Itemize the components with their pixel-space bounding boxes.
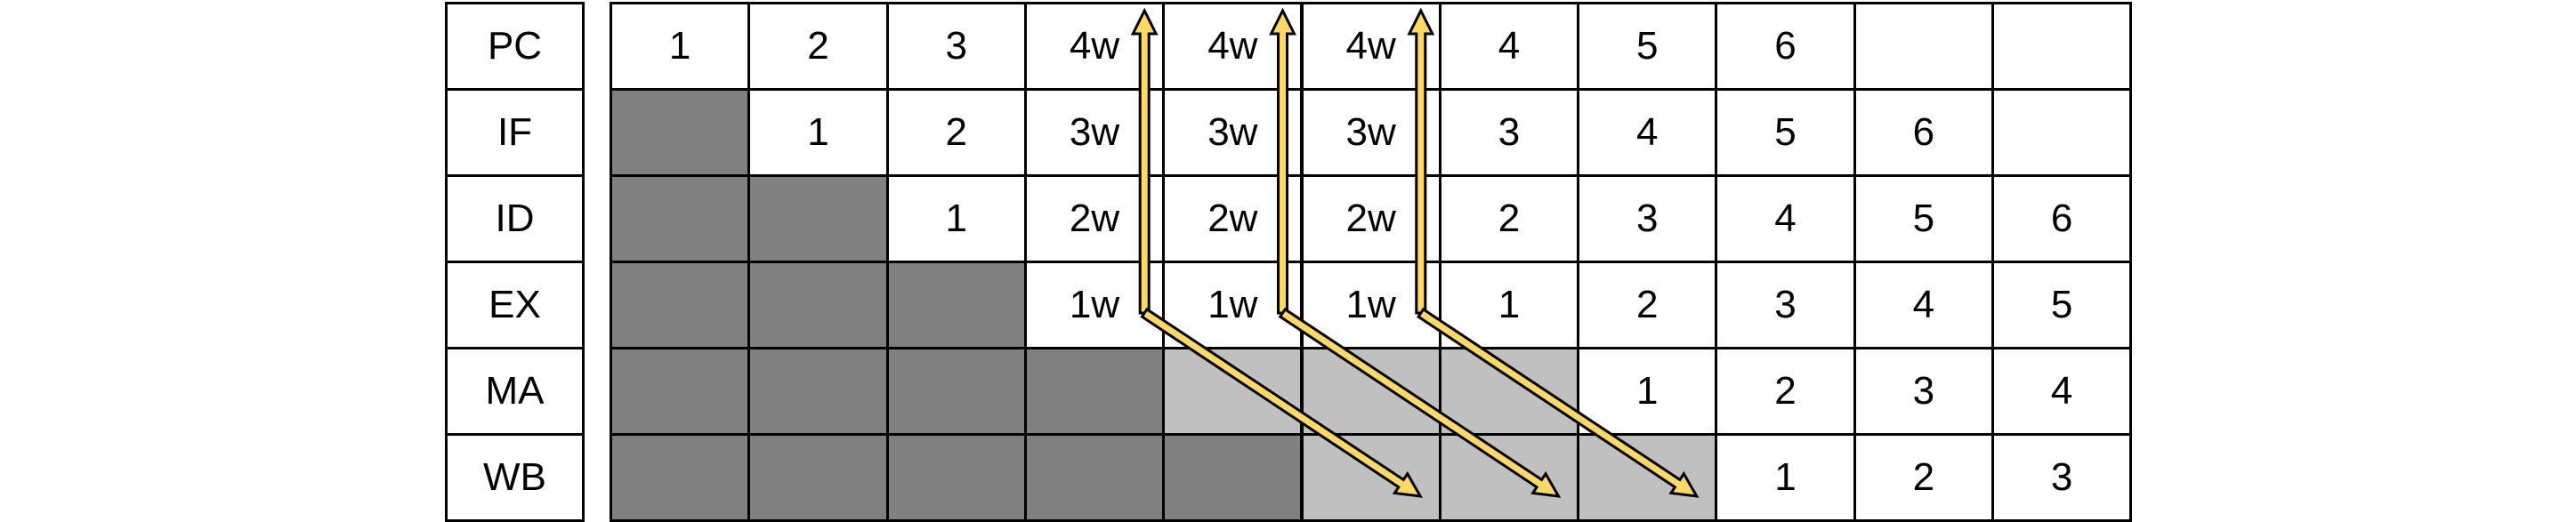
pipeline-cell: 5 [1577,2,1718,91]
pipeline-cell [885,433,1027,522]
pipeline-cell [610,261,751,349]
pipeline-cell: 2 [1853,433,1994,522]
stage-label-if: IF [445,88,585,177]
pipeline-cell: 2 [1577,261,1718,349]
pipeline-cell: 3 [1991,433,2133,522]
pipeline-cell: 2w [1023,174,1166,263]
pipeline-cell: 1w [1300,261,1441,349]
pipeline-cell: 6 [1715,2,1856,91]
pipeline-cell [1438,347,1580,436]
pipeline-cell [610,174,751,263]
pipeline-cell [1991,88,2133,177]
pipeline-cell: 4 [1991,347,2133,436]
pipeline-cell [885,261,1027,349]
pipeline-cell: 3w [1300,88,1441,177]
pipeline-cell: 2 [1438,174,1580,263]
pipeline-cell: 3 [885,2,1027,91]
stage-label-ex: EX [445,261,585,349]
pipeline-cell: 6 [1991,174,2133,263]
pipeline-cell [1162,433,1304,522]
stage-label-id: ID [445,174,585,263]
stage-label-pc: PC [445,2,585,91]
pipeline-cell [747,174,889,263]
pipeline-cell: 1 [610,2,751,91]
pipeline-cell [1300,433,1441,522]
pipeline-cell: 6 [1853,88,1994,177]
pipeline-cell: 2w [1162,174,1304,263]
pipeline-cell: 4 [1577,88,1718,177]
pipeline-cell: 2 [1715,347,1856,436]
pipeline-cell: 5 [1991,261,2133,349]
pipeline-cell: 4 [1715,174,1856,263]
pipeline-cell: 1w [1162,261,1304,349]
stage-label-wb: WB [445,433,585,522]
pipeline-cell [1023,347,1166,436]
pipeline-cell [1162,347,1304,436]
pipeline-cell [610,88,751,177]
pipeline-cell: 4w [1300,2,1441,91]
pipeline-cell [885,347,1027,436]
pipeline-cell [1853,2,1994,91]
pipeline-cell [747,347,889,436]
pipeline-cell: 3w [1023,88,1166,177]
pipeline-cell: 3 [1853,347,1994,436]
pipeline-cell [1991,2,2133,91]
pipeline-cell: 1w [1023,261,1166,349]
pipeline-cell [747,433,889,522]
pipeline-cell: 4w [1023,2,1166,91]
pipeline-cell [610,347,751,436]
pipeline-cell [610,433,751,522]
pipeline-cell [747,261,889,349]
pipeline-cell: 4 [1853,261,1994,349]
pipeline-cell: 4w [1162,2,1304,91]
pipeline-cell [1577,433,1718,522]
pipeline-cell: 1 [1715,433,1856,522]
pipeline-cell: 1 [747,88,889,177]
pipeline-cell: 3 [1715,261,1856,349]
pipeline-cell: 3 [1577,174,1718,263]
pipeline-cell [1300,347,1441,436]
pipeline-cell: 3w [1162,88,1304,177]
pipeline-cell [1438,433,1580,522]
pipeline-cell: 5 [1715,88,1856,177]
pipeline-cell: 4 [1438,2,1580,91]
pipeline-cell: 2w [1300,174,1441,263]
pipeline-cell: 2 [885,88,1027,177]
pipeline-cell: 1 [1438,261,1580,349]
pipeline-cell: 3 [1438,88,1580,177]
pipeline-cell: 5 [1853,174,1994,263]
pipeline-cell: 1 [1577,347,1718,436]
pipeline-cell: 2 [747,2,889,91]
pipeline-cell [1023,433,1166,522]
stage-label-ma: MA [445,347,585,436]
pipeline-cell: 1 [885,174,1027,263]
